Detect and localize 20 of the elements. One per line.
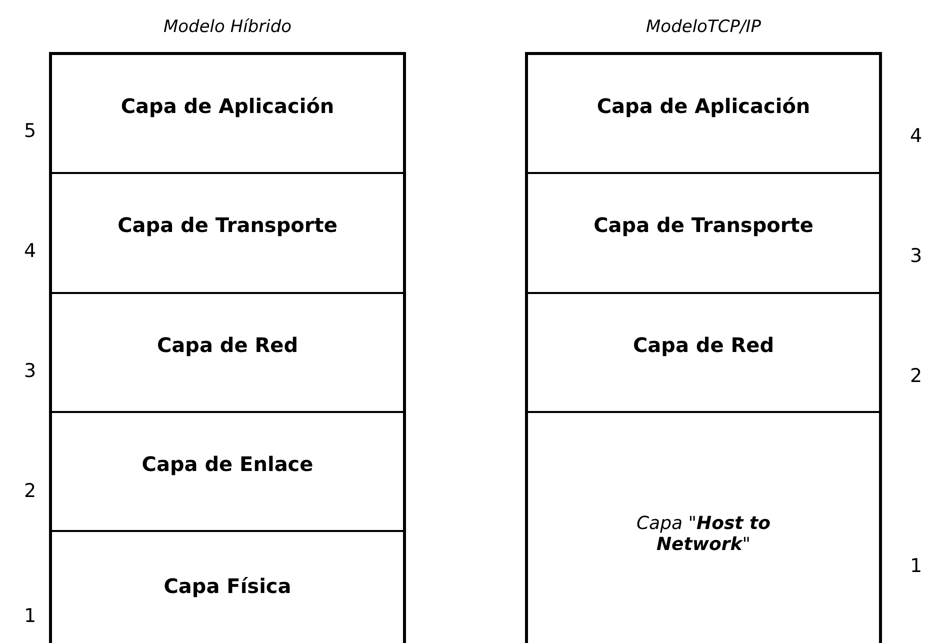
layer-number: 4 [24,240,36,262]
layer-number: 4 [910,125,922,147]
layer-name: Capa de Aplicación [596,94,810,118]
stack-heading: ModeloTCP/IP [645,17,762,37]
layer-name: Capa de Enlace [142,452,314,476]
stack-heading: Modelo Híbrido [162,17,293,37]
layer-number: 5 [24,120,36,142]
layer-name: Capa Física [164,574,292,598]
layer-name: Capa de Red [632,332,774,356]
layer-name: Capa de Aplicación [120,94,334,118]
layer-number: 1 [910,555,922,577]
layer-name: Capa de Transporte [594,213,814,237]
layer-number: 2 [910,365,922,387]
layer-name: Capa "Host to Network" [635,513,772,555]
layer-number: 3 [24,360,36,382]
layer-number: 2 [24,480,36,502]
layer-number: 3 [910,245,922,267]
layer-name: Capa de Red [156,332,298,356]
layer-name: Capa de Transporte [118,213,338,237]
layer-number: 1 [24,605,36,627]
